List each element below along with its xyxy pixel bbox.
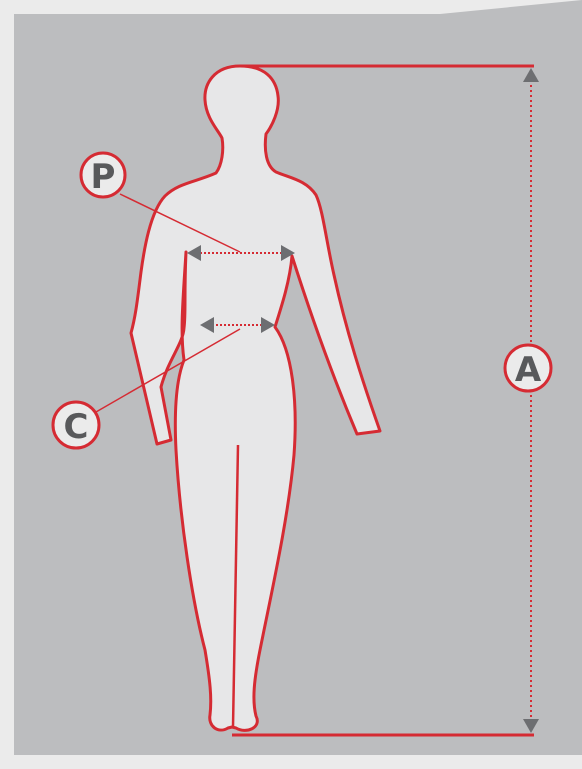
chest-label-text: P (91, 157, 116, 197)
waist-label-badge: C (53, 402, 99, 448)
waist-label-text: C (64, 407, 89, 447)
height-label-text: A (515, 350, 542, 390)
height-label-badge: A (505, 345, 551, 391)
chest-label-badge: P (81, 153, 125, 197)
panel-light-wedge (0, 0, 14, 440)
diagram-panel (14, 0, 582, 755)
